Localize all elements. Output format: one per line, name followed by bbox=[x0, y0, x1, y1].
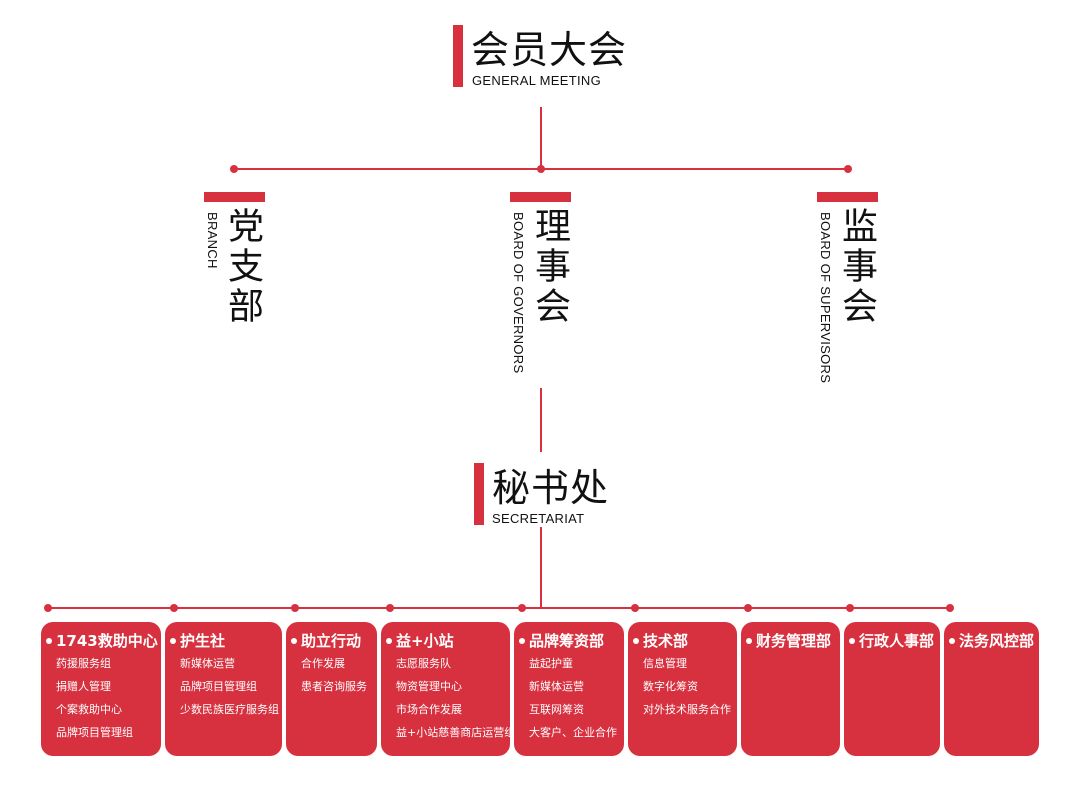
department-item: 物资管理中心 bbox=[396, 680, 462, 693]
connector-dot bbox=[946, 604, 954, 612]
board-of-governors-title: 理事会 bbox=[529, 207, 570, 327]
department-card-admin-hr: 行政人事部 bbox=[844, 622, 940, 756]
department-title: 行政人事部 bbox=[859, 632, 935, 650]
department-card-brand-fundraising: 品牌筹资部 益起护童 新媒体运营 互联网筹资 大客户、企业合作 bbox=[514, 622, 624, 756]
department-item: 新媒体运营 bbox=[529, 680, 584, 693]
department-item: 品牌项目管理组 bbox=[56, 726, 133, 739]
department-item: 少数民族医疗服务组 bbox=[180, 703, 279, 716]
department-item: 大客户、企业合作 bbox=[529, 726, 617, 739]
branch-subtitle: BRANCH bbox=[205, 212, 220, 269]
department-card-1743-rescue-center: 1743救助中心 药援服务组 捐赠人管理 个案救助中心 品牌项目管理组 bbox=[41, 622, 161, 756]
department-item: 益起护童 bbox=[529, 657, 573, 670]
department-card-technology: 技术部 信息管理 数字化筹资 对外技术服务合作 bbox=[628, 622, 737, 756]
board-of-governors-subtitle: BOARD OF GOVERNORS bbox=[511, 212, 526, 374]
department-item: 药援服务组 bbox=[56, 657, 111, 670]
connector-dot bbox=[170, 604, 178, 612]
connector-dot bbox=[844, 165, 852, 173]
department-item: 互联网筹资 bbox=[529, 703, 584, 716]
department-item: 市场合作发展 bbox=[396, 703, 462, 716]
department-item: 个案救助中心 bbox=[56, 703, 122, 716]
connector-dot bbox=[631, 604, 639, 612]
bullet-dot-icon bbox=[633, 638, 639, 644]
department-title: 益+小站 bbox=[396, 632, 454, 650]
general-meeting-title: 会员大会 bbox=[471, 28, 628, 72]
connector-dot bbox=[291, 604, 299, 612]
bullet-dot-icon bbox=[386, 638, 392, 644]
branch-accent-bar bbox=[204, 192, 265, 202]
bullet-dot-icon bbox=[170, 638, 176, 644]
board-of-supervisors-accent-bar bbox=[817, 192, 878, 202]
connector-dot bbox=[44, 604, 52, 612]
department-item: 数字化筹资 bbox=[643, 680, 698, 693]
bullet-dot-icon bbox=[849, 638, 855, 644]
department-item: 合作发展 bbox=[301, 657, 345, 670]
department-title: 品牌筹资部 bbox=[529, 632, 605, 650]
department-item: 信息管理 bbox=[643, 657, 687, 670]
bullet-dot-icon bbox=[46, 638, 52, 644]
connector-dot bbox=[744, 604, 752, 612]
secretariat-title: 秘书处 bbox=[492, 466, 610, 510]
department-item: 品牌项目管理组 bbox=[180, 680, 257, 693]
branch-title: 党支部 bbox=[222, 207, 263, 327]
department-title: 技术部 bbox=[643, 632, 689, 650]
department-item: 志愿服务队 bbox=[396, 657, 451, 670]
department-card-yi-plus-station: 益+小站 志愿服务队 物资管理中心 市场合作发展 益+小站慈善商店运营组 bbox=[381, 622, 510, 756]
board-of-supervisors-subtitle: BOARD OF SUPERVISORS bbox=[818, 212, 833, 384]
department-card-zhuli-action: 助立行动 合作发展 患者咨询服务 bbox=[286, 622, 377, 756]
department-card-finance: 财务管理部 bbox=[741, 622, 840, 756]
connector-dot bbox=[518, 604, 526, 612]
department-item: 益+小站慈善商店运营组 bbox=[396, 726, 510, 739]
department-item: 对外技术服务合作 bbox=[643, 703, 731, 716]
bullet-dot-icon bbox=[519, 638, 525, 644]
department-item: 捐赠人管理 bbox=[56, 680, 111, 693]
bullet-dot-icon bbox=[291, 638, 297, 644]
department-title: 财务管理部 bbox=[756, 632, 832, 650]
secretariat-subtitle: SECRETARIAT bbox=[492, 511, 585, 526]
connector-dot bbox=[230, 165, 238, 173]
board-of-supervisors-title: 监事会 bbox=[836, 207, 877, 327]
department-item: 患者咨询服务 bbox=[301, 680, 367, 693]
department-title: 法务风控部 bbox=[959, 632, 1035, 650]
connector-dot bbox=[537, 165, 545, 173]
general-meeting-accent-bar bbox=[453, 25, 463, 87]
bullet-dot-icon bbox=[949, 638, 955, 644]
secretariat-accent-bar bbox=[474, 463, 484, 525]
department-card-legal-risk: 法务风控部 bbox=[944, 622, 1039, 756]
department-title: 助立行动 bbox=[301, 632, 362, 650]
department-card-hushengshe: 护生社 新媒体运营 品牌项目管理组 少数民族医疗服务组 bbox=[165, 622, 282, 756]
department-item: 新媒体运营 bbox=[180, 657, 235, 670]
general-meeting-subtitle: GENERAL MEETING bbox=[472, 73, 601, 88]
board-of-governors-accent-bar bbox=[510, 192, 571, 202]
department-title: 护生社 bbox=[180, 632, 226, 650]
bullet-dot-icon bbox=[746, 638, 752, 644]
department-title: 1743救助中心 bbox=[56, 632, 158, 650]
connector-dot bbox=[386, 604, 394, 612]
connector-dot bbox=[846, 604, 854, 612]
